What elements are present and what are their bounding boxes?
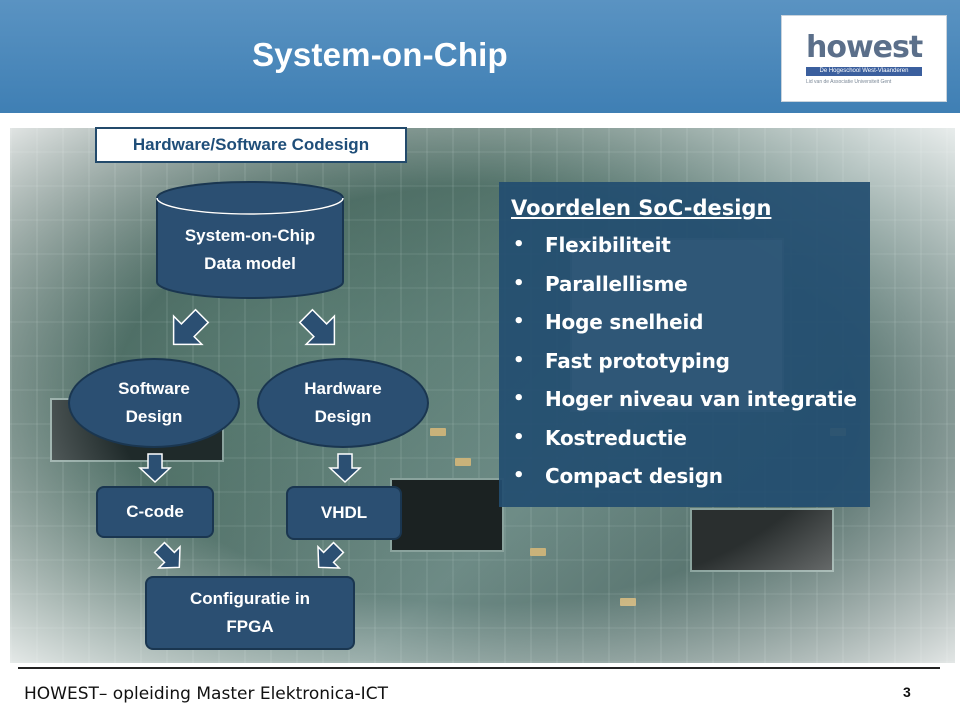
list-item: • Hoge snelheid [511,303,870,342]
advantage-label: Compact design [545,464,723,488]
list-item: • Flexibiliteit [511,226,870,265]
database-line-1: System-on-Chip [184,226,316,245]
database-line-2: Data model [204,254,296,273]
advantage-label: Parallellisme [545,271,688,296]
bullet-icon: • [513,234,525,255]
fpga-node: Configuratie in FPGA [145,576,355,650]
fpga-line-1: Configuratie in [190,589,310,608]
hardware-design-node: Hardware Design [257,358,429,448]
software-line-1: Software [118,379,190,398]
footer-divider [18,667,940,669]
howest-logo: howest De Hogeschool West-Vlaanderen Lid… [781,15,947,102]
hardware-line-1: Hardware [304,379,382,398]
list-item: • Hoger niveau van integratie [511,380,870,419]
footer-text: HOWEST– opleiding Master Elektronica-ICT [24,684,388,704]
bullet-icon: • [513,465,525,486]
list-item: • Parallellisme [511,265,870,304]
list-item: • Kostreductie [511,419,870,458]
page-number: 3 [903,684,911,700]
bullet-icon: • [513,388,525,409]
bullet-icon: • [513,311,525,332]
vhdl-node: VHDL [286,486,402,540]
list-item: • Fast prototyping [511,342,870,381]
advantages-panel: Voordelen SoC-design • Flexibiliteit • Par… [499,182,870,507]
software-design-node: Software Design [68,358,240,448]
advantage-label: Flexibiliteit [545,233,671,257]
codesign-label: Hardware/Software Codesign [95,127,407,163]
advantage-label: Hoge snelheid [545,310,704,334]
advantage-label: Hoger niveau van integratie [545,387,857,411]
vhdl-label: VHDL [320,503,368,522]
logo-subtext: Lid van de Associatie Universiteit Gent [806,79,892,85]
advantage-label: Kostreductie [545,425,687,450]
logo-word: howest [806,30,923,65]
database-label: System-on-Chip Data model [155,222,345,278]
slide-title: System-on-Chip [252,36,508,73]
hardware-line-2: Design [314,407,372,426]
list-item: • Compact design [511,457,870,496]
ccode-node: C-code [96,486,214,538]
fpga-line-2: FPGA [226,617,274,636]
advantage-label: Fast prototyping [545,348,730,373]
bullet-icon: • [513,272,525,294]
advantages-title: Voordelen SoC-design [511,196,772,220]
advantages-list: • Flexibiliteit • Parallellisme • Hoge snel… [511,226,870,496]
logo-band: De Hogeschool West-Vlaanderen [806,67,922,76]
ccode-label: C-code [126,502,184,521]
software-line-2: Design [125,407,183,426]
bullet-icon: • [513,349,525,371]
bullet-icon: • [513,426,525,448]
slide-header: System-on-Chip howest De Hogeschool West… [0,0,960,113]
